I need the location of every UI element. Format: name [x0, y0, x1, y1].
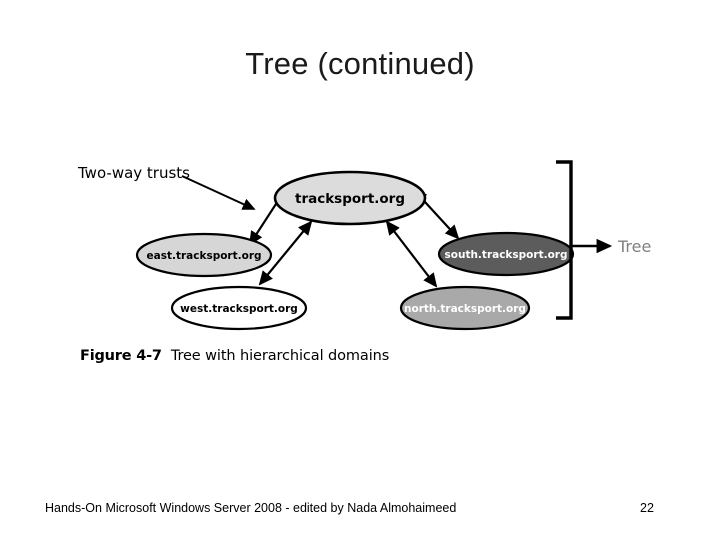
node-south-label: south.tracksport.org [445, 249, 568, 261]
footer-attribution: Hands-On Microsoft Windows Server 2008 -… [45, 501, 457, 515]
figure-caption: Figure 4-7 Tree with hierarchical domains [80, 348, 389, 364]
node-root-label: tracksport.org [295, 191, 405, 207]
node-root-ellipse [273, 170, 427, 226]
node-west-ellipse [170, 285, 308, 331]
trust-link-root-north [385, 220, 438, 288]
page-number: 22 [640, 501, 654, 515]
two-way-trusts-label: Two-way trusts [77, 164, 190, 182]
figure-caption-number: Figure 4-7 [80, 348, 162, 364]
figure-caption-text: Tree with hierarchical domains [170, 348, 390, 364]
node-north-ellipse [399, 285, 531, 331]
page-title: Tree (continued) [245, 46, 475, 81]
figure-diagram: tracksport.org east.tracksport.org west.… [58, 150, 668, 390]
node-west-label: west.tracksport.org [180, 303, 298, 315]
two-way-trusts-pointer-arrow [181, 175, 256, 210]
node-north[interactable]: north.tracksport.org [399, 285, 531, 331]
node-south[interactable]: south.tracksport.org [437, 231, 575, 277]
node-root[interactable]: tracksport.org [273, 170, 427, 226]
tree-diagram-svg: tracksport.org east.tracksport.org west.… [77, 160, 651, 331]
tree-bracket: Tree [556, 160, 651, 320]
trust-link-root-west [258, 220, 313, 286]
node-east[interactable]: east.tracksport.org [135, 232, 273, 278]
node-west[interactable]: west.tracksport.org [170, 285, 308, 331]
tree-bracket-shape [556, 160, 573, 320]
node-east-ellipse [135, 232, 273, 278]
node-south-ellipse [437, 231, 575, 277]
node-north-label: north.tracksport.org [404, 303, 526, 315]
tree-bracket-label: Tree [617, 237, 651, 256]
node-east-label: east.tracksport.org [146, 250, 261, 262]
